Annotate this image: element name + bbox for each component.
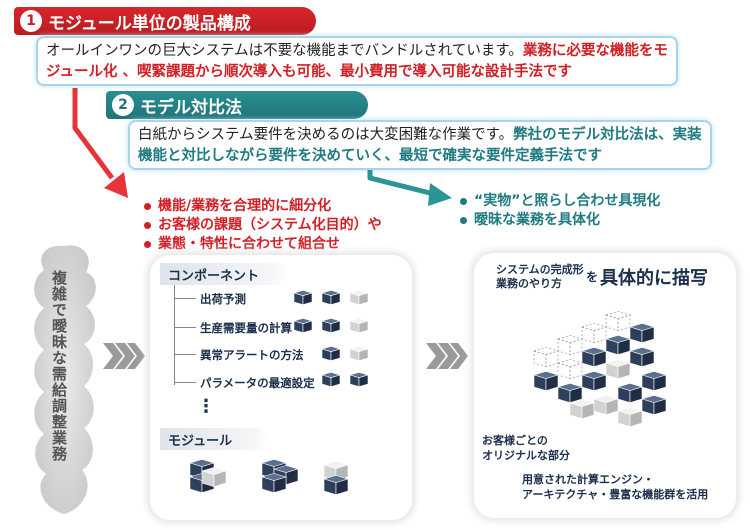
- cube-icon: [616, 407, 644, 428]
- cube-icon: [292, 317, 314, 334]
- component-item: 生産需要量の計算: [200, 321, 292, 335]
- original-line2: オリジナルな部分: [482, 449, 570, 462]
- component-label: コンポーネント: [160, 263, 290, 285]
- section2-desc-plain: 白紙からシステム要件を決めるのは大変困難な作業です。: [138, 127, 514, 143]
- section2-header: 2 モデル対比法: [106, 91, 368, 119]
- section2-desc-highlight: 弊社のモデル対比法は、実装機能と対比しながら要件を決めていく、最短で確実な要件定…: [138, 127, 702, 164]
- right-bullet-list: “実物”と照らし合わせ具現化 曖昧な業務を具体化: [458, 192, 660, 230]
- right-headline: 具体的に描写: [600, 268, 708, 289]
- section1-desc-plain: オールインワンの巨大システムは不要な機能までバンドルされています。: [46, 43, 523, 59]
- cube-icon: [200, 467, 228, 488]
- cube-icon: [260, 473, 288, 494]
- left-bullet-list: 機能/業務を合理的に細分化 お客様の課題（システム化目的）や 業態・特性に合わせ…: [142, 197, 382, 254]
- tree-branch: [174, 298, 196, 299]
- engine-line2: アーキテクチャ・豊富な機能群を活用: [522, 488, 709, 501]
- cube-icon: [556, 383, 584, 404]
- cube-icon: [628, 347, 656, 368]
- chevron-right-icon: [426, 343, 468, 369]
- section2-title: モデル対比法: [140, 97, 242, 118]
- section1-desc-highlight: 業務に必要な機能をモジュール化 、喫緊課題から順次導入も可能、最小費用で導入可能…: [46, 43, 668, 80]
- right-line1: システムの完成形: [496, 263, 584, 276]
- right-line2: 業務のやり方: [496, 277, 562, 290]
- cube-icon: [348, 289, 370, 306]
- tree-branch: [174, 354, 196, 355]
- component-item: 出荷予測: [200, 292, 246, 306]
- component-item: 異常アラートの方法: [200, 348, 304, 362]
- right-cube-graphics: [532, 310, 668, 428]
- cube-icon: [556, 334, 584, 356]
- cloud-shape: [34, 245, 96, 514]
- list-item: お客様の課題（システム化目的）や: [142, 216, 382, 235]
- cube-icon: [616, 383, 644, 404]
- section2-description: 白紙からシステム要件を決めるのは大変困難な作業です。弊社のモデル対比法は、実装機…: [128, 120, 712, 170]
- cube-icon: [640, 371, 668, 392]
- cloud-text: 複雑で曖昧な需給調整業務: [50, 270, 68, 462]
- cube-icon: [320, 317, 342, 334]
- cube-icon: [320, 289, 342, 306]
- cube-icon: [592, 395, 620, 416]
- cube-icon: [348, 371, 370, 388]
- cube-icon: [320, 345, 342, 362]
- list-item: “実物”と照らし合わせ具現化: [458, 192, 660, 211]
- cube-icon: [604, 335, 632, 356]
- cube-icon: [348, 345, 370, 362]
- chevron-right-icon: [103, 343, 145, 369]
- engine-line1: 用意された計算エンジン・: [522, 473, 654, 486]
- cube-icon: [580, 371, 608, 392]
- list-item: 機能/業務を合理的に細分化: [142, 197, 382, 216]
- cube-icon: [348, 317, 370, 334]
- ellipsis: ⋮: [197, 396, 215, 417]
- section2-number-badge: 2: [112, 94, 134, 116]
- module-label: モジュール: [160, 428, 270, 450]
- cube-icon: [292, 289, 314, 306]
- component-item: パラメータの最適設定: [200, 376, 315, 390]
- section1-title: モジュール単位の製品構成: [48, 13, 251, 34]
- list-item: 曖昧な業務を具体化: [458, 211, 660, 230]
- tree-branch: [174, 327, 196, 328]
- arrow-teal-icon: [367, 170, 452, 206]
- tree-line: [174, 285, 175, 385]
- cube-icon: [640, 395, 668, 416]
- cube-icon: [556, 358, 584, 380]
- cube-icon: [320, 371, 342, 388]
- right-wo: を: [586, 270, 599, 284]
- cube-icon: [568, 399, 596, 420]
- section1-description: オールインワンの巨大システムは不要な機能までバンドルされています。業務に必要な機…: [36, 36, 678, 86]
- section1-header: 1 モジュール単位の製品構成: [14, 7, 316, 35]
- cube-icon: [322, 475, 350, 496]
- cube-icon: [604, 359, 632, 380]
- cube-icon: [580, 322, 608, 344]
- arrow-red-icon: [72, 88, 128, 198]
- list-item: 業態・特性に合わせて組合せ: [142, 235, 382, 254]
- cube-icon: [532, 346, 560, 368]
- cube-icon: [604, 310, 632, 332]
- cube-icon: [532, 371, 560, 392]
- cube-icon: [580, 347, 608, 368]
- left-cube-graphics: [188, 289, 370, 496]
- original-line1: お客様ごとの: [482, 434, 548, 447]
- tree-branch: [174, 382, 196, 383]
- section1-number-badge: 1: [20, 10, 42, 32]
- cube-icon: [628, 323, 656, 344]
